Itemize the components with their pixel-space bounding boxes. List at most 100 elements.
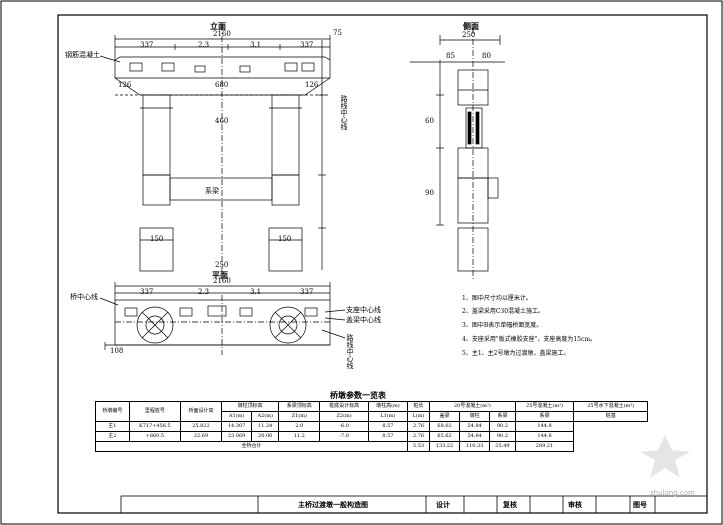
table-row: 主1 K717+456.5 25.822 14.307 11.24 2.0 -6…: [95, 421, 648, 432]
table-subheader: 系梁: [514, 411, 575, 422]
table-subheader: A2(m): [251, 411, 280, 422]
table-cell: 54.84: [459, 431, 491, 442]
table-cell: 8.57: [367, 431, 409, 442]
table-subheader: 系梁: [489, 411, 516, 422]
table-cell: 25.822: [179, 421, 223, 432]
side-view: [410, 28, 505, 280]
table-header: 桩底设计标高: [319, 401, 369, 412]
table-subheader: L(m): [407, 411, 430, 422]
table-header: 桥墩编号: [95, 401, 130, 422]
side-dim-1: 85: [446, 52, 455, 60]
pile-dim-2: 250: [215, 261, 229, 269]
table-header: 25号混凝土(m³): [514, 401, 575, 412]
watermark-logo: [640, 435, 690, 478]
plan-route-centerline-label: 路线中心线: [346, 334, 354, 369]
table-cell: 90.2: [489, 431, 516, 442]
elev-right-dim: 75: [333, 29, 342, 37]
plan-overall-dim: 2160: [213, 277, 231, 285]
elev-beam-dim-2: 680: [215, 81, 229, 89]
table-cell: 289.21: [514, 441, 575, 452]
title-block-frame: [120, 495, 708, 514]
table-cell: +860.5: [128, 431, 181, 442]
table-subheader: 墩柱: [459, 411, 491, 422]
sheet-label: 图号: [633, 500, 647, 509]
plan-left-callout: 桥中心线: [70, 293, 98, 301]
side-top-dim: 250: [462, 31, 476, 39]
elev-left-callout: 钢筋混凝土: [65, 51, 100, 59]
side-left-dim-2: 90: [425, 189, 434, 197]
watermark-text: zhulong.com: [650, 489, 695, 497]
table-header: 20号混凝土(m³): [429, 401, 516, 412]
note-5: 5、主1、主2号墩为过渡墩，盖梁施工。: [462, 350, 570, 357]
table-cell: 11.2: [278, 431, 321, 442]
table-cell: -7.0: [319, 431, 369, 442]
elev-beam-dim-1: 126: [118, 81, 132, 89]
note-1: 1、图中尺寸均以厘米计。: [462, 295, 532, 302]
table-cell: 144.8: [514, 421, 575, 432]
check-label: 复核: [503, 500, 517, 509]
note-2: 2、盖梁采用C30混凝土施工。: [462, 308, 545, 315]
tie-beam-label: 系梁: [205, 187, 219, 195]
table-subheader: L1(m): [367, 411, 409, 422]
table-total-row: 全桥合计 5.53 133.22 110.33 35.49 289.21: [94, 441, 648, 452]
elev-overall-dim: 2160: [213, 30, 231, 38]
table-subheader: A1(m): [221, 411, 253, 422]
table-cell: 主1: [95, 421, 130, 432]
elev-dim-2: 2.3: [198, 41, 210, 49]
capbeam-centerline-label: 盖梁中心线: [346, 316, 381, 324]
table-cell: -6.0: [319, 421, 369, 432]
table-cell: 23.069: [221, 431, 253, 442]
table-cell: 90.2: [489, 421, 516, 432]
route-centerline-label: 路线中心线: [340, 95, 348, 130]
bearing-centerline-label: 支座中心线: [346, 306, 381, 314]
table-cell: 2.76: [407, 431, 430, 442]
table-cell: 144.8: [514, 431, 575, 442]
table-cell: 主2: [95, 431, 130, 442]
elevation-view: [99, 25, 331, 275]
plan-bottom-dim: 108: [110, 347, 124, 355]
drawing-title: 主桥过渡墩一般构造图: [298, 500, 368, 509]
table-total-label: 全桥合计: [94, 441, 409, 452]
elev-beam-dim-3: 126: [305, 81, 319, 89]
table-cell: 65.62: [428, 431, 461, 442]
table-row: 主2 +860.5 22.69 23.069 20.06 11.2 -7.0 8…: [95, 431, 648, 442]
elev-dim-1: 337: [140, 41, 154, 49]
table-header-row: 桥墩编号 里程桩号 桥面设计高 墩柱顶标高 系梁顶标高 桩底设计标高 墩柱高(m…: [95, 401, 648, 422]
plan-dim-1: 337: [140, 288, 154, 296]
elev-dim-4: 337: [300, 41, 314, 49]
elev-col-height: 460: [215, 117, 229, 125]
pile-dim-1: 150: [150, 235, 164, 243]
review-label: 审核: [568, 500, 582, 509]
table-cell: K717+456.5: [128, 421, 181, 432]
table-header: 桥面设计高: [179, 401, 223, 422]
table-subheader: Z1(m): [278, 411, 321, 422]
table-header: 系梁顶标高: [278, 401, 321, 412]
table-subheader: 桩基: [573, 411, 648, 422]
table-cell: 2.76: [407, 421, 430, 432]
plan-dim-4: 337: [300, 288, 314, 296]
elev-dim-3: 3.1: [250, 41, 262, 49]
plan-dim-2: 2.3: [198, 288, 210, 296]
table-cell: 110.33: [459, 441, 491, 452]
table-title: 桥墩参数一览表: [330, 390, 386, 400]
table-cell: 35.49: [489, 441, 516, 452]
table-cell: 68.02: [428, 421, 461, 432]
design-label: 设计: [436, 500, 450, 509]
table-subheader: 盖梁: [428, 411, 461, 422]
table-header: 25号水下混凝土(m³): [573, 401, 648, 412]
plan-title: 平面: [212, 270, 228, 280]
table-cell: 2.0: [278, 421, 321, 432]
note-4: 4、支座采用"板式橡胶支座"，支座高度为15cm。: [462, 336, 597, 343]
table-subheader: Z2(m): [319, 411, 369, 422]
plan-dim-3: 3.1: [250, 288, 262, 296]
table-header: 桩长: [407, 401, 430, 412]
elevation-title: 立面: [210, 21, 226, 31]
table-header: 墩柱高(m): [367, 401, 409, 412]
table-cell: 5.53: [407, 441, 430, 452]
parameter-table: 桥墩编号 里程桩号 桥面设计高 墩柱顶标高 系梁顶标高 桩底设计标高 墩柱高(m…: [94, 401, 648, 452]
side-dim-2: 80: [482, 52, 491, 60]
pile-dim-3: 150: [278, 235, 292, 243]
table-cell: 14.307: [221, 421, 253, 432]
table-cell: 20.06: [251, 431, 280, 442]
